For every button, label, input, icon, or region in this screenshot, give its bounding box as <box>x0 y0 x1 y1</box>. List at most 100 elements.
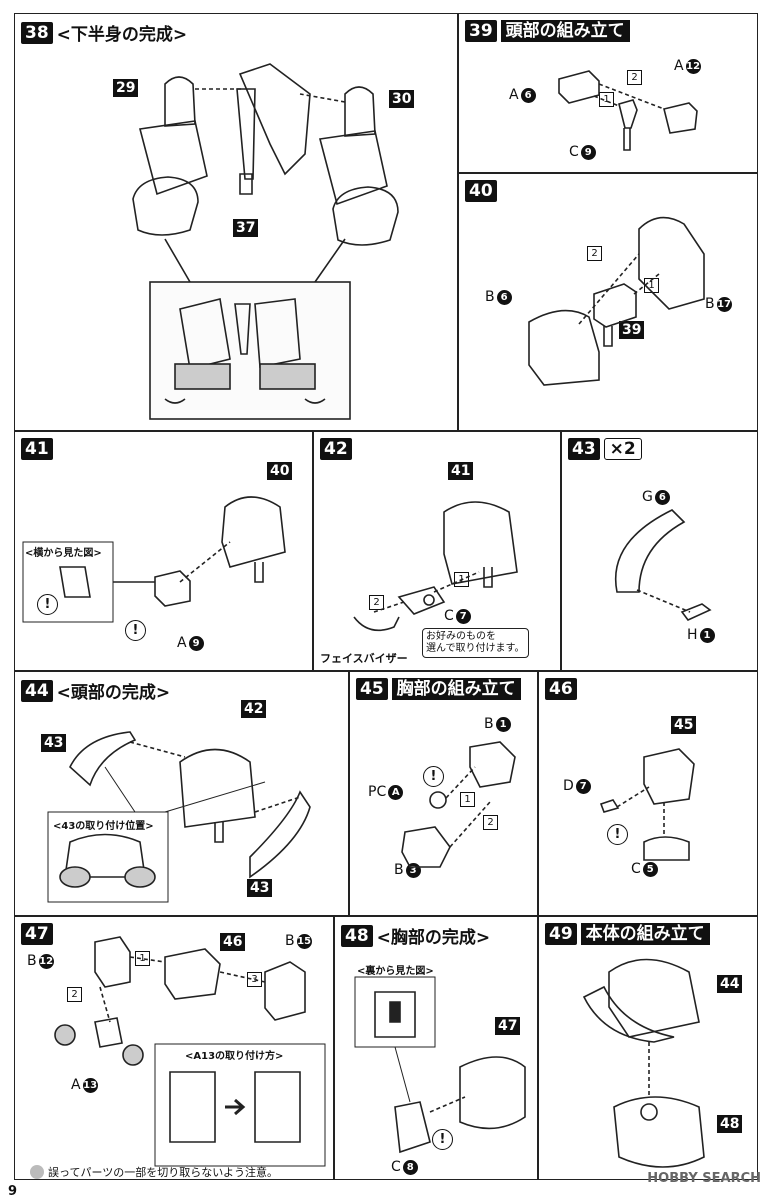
choice-note: お好みのものを 選んで取り付けます。 <box>422 628 529 658</box>
part-number: 1 <box>699 627 715 643</box>
part-letter: H <box>687 627 698 643</box>
page-number: 9 <box>8 1184 18 1199</box>
ref-label-39: 39 <box>619 321 645 339</box>
step-title: 本体の組み立て <box>580 923 710 945</box>
ref-label-47: 47 <box>495 1017 521 1035</box>
step-title: 胸部の組み立て <box>391 678 521 700</box>
step-number: 43 <box>568 438 600 460</box>
body-assembly-illustration <box>582 958 705 1168</box>
ref-label-42: 42 <box>241 700 267 718</box>
watermark: HOBBY SEARCH <box>647 1171 761 1186</box>
step-44-header: 44 <頭部の完成> <box>21 678 170 703</box>
part-letter: A <box>674 58 684 74</box>
part-number: 8 <box>402 1159 418 1175</box>
head-joint-illustration <box>22 496 286 623</box>
step-number: 38 <box>21 21 53 44</box>
caution-cut-icon <box>30 1165 44 1179</box>
ref-label-48: 48 <box>717 1115 743 1133</box>
step-number: 46 <box>545 678 577 700</box>
caution-icon: ! <box>423 766 444 787</box>
part-letter: C <box>631 861 641 877</box>
footnote: 誤ってパーツの一部を切り取らないよう注意。 <box>30 1164 278 1180</box>
step-number: 45 <box>356 678 388 700</box>
step-number: 39 <box>465 20 497 42</box>
step-number: 41 <box>21 438 53 460</box>
part-number: 6 <box>654 489 670 505</box>
lower-body-illustration <box>132 63 399 420</box>
part-letter: PC <box>368 784 387 800</box>
part-letter: B <box>27 953 37 969</box>
caution-icon: ! <box>432 1129 453 1150</box>
callout-caption: <A13の取り付け方> <box>185 1051 284 1062</box>
horn-part-illustration <box>615 509 712 621</box>
part-letter: C <box>569 144 579 160</box>
step-45-header: 45 胸部の組み立て <box>356 678 521 700</box>
step-47-header: 47 <box>21 923 53 945</box>
part-number: 7 <box>575 778 591 794</box>
part-number: 17 <box>716 296 732 312</box>
ref-label-37: 37 <box>233 219 259 237</box>
ref-label-46: 46 <box>220 933 246 951</box>
part-number: 12 <box>38 953 54 969</box>
part-letter: B <box>285 933 295 949</box>
face-visor-label: フェイスバイザー <box>320 652 408 665</box>
part-letter: A <box>509 87 519 103</box>
step-number: 49 <box>545 923 577 945</box>
arrow-step-2: 2 <box>627 70 642 85</box>
part-number: 9 <box>188 635 204 651</box>
part-number: A <box>388 784 404 800</box>
step-49-panel: 49 本体の組み立て 44 48 <box>538 916 758 1180</box>
arrow-step-1: 1 <box>135 951 150 966</box>
arrow-step-1: 1 <box>460 792 475 807</box>
visor-illustration <box>353 501 518 632</box>
step-title: 頭部の組み立て <box>500 20 630 42</box>
part-number: 9 <box>580 144 596 160</box>
part-number: 6 <box>520 87 536 103</box>
part-letter: A <box>177 635 187 651</box>
step-46-header: 46 <box>545 678 577 700</box>
head-completion-illustration <box>47 731 311 903</box>
caution-icon: ! <box>607 824 628 845</box>
part-number: 6 <box>496 289 512 305</box>
part-letter: G <box>642 489 653 505</box>
step-40-header: 40 <box>465 180 497 202</box>
callout-caption: <43の取り付け位置> <box>53 821 154 832</box>
quantity-badge: ×2 <box>603 438 642 460</box>
chest-completion-illustration <box>354 976 526 1154</box>
head-parts-illustration <box>558 70 698 151</box>
arrow-step-2: 2 <box>587 246 602 261</box>
ref-label-41: 41 <box>448 462 474 480</box>
step-number: 40 <box>465 180 497 202</box>
ref-label-43: 43 <box>247 879 273 897</box>
ref-label-44: 44 <box>717 975 743 993</box>
side-view-caption: <横から見た図> <box>25 548 102 559</box>
part-number: 7 <box>455 608 471 624</box>
ref-label-40: 40 <box>267 462 293 480</box>
step-title: <頭部の完成> <box>56 683 171 703</box>
part-number: 12 <box>685 58 701 74</box>
step-number: 44 <box>21 679 53 702</box>
part-letter: B <box>484 716 494 732</box>
part-letter: B <box>394 862 404 878</box>
chest-parts-illustration <box>599 748 695 861</box>
caution-icon: ! <box>37 594 58 615</box>
step-43-header: 43 ×2 <box>568 438 642 460</box>
head-assembly-illustration <box>528 216 705 386</box>
part-number: 13 <box>82 1077 98 1093</box>
